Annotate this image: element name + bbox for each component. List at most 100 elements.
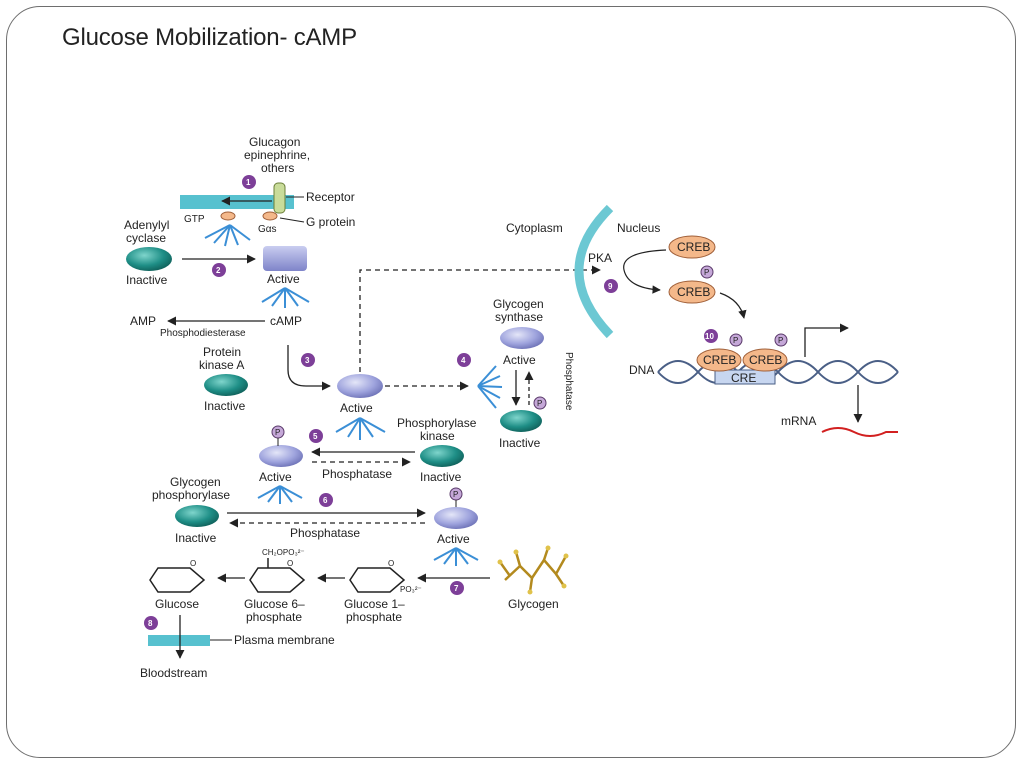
- ring-o-g6p: O: [287, 559, 293, 568]
- glycogen-phosphorylase-inactive-label: Inactive: [175, 531, 217, 545]
- dna-label: DNA: [629, 363, 654, 377]
- glycogen-phosphorylase-active: [434, 507, 478, 529]
- creb-dimer-right: [742, 348, 788, 372]
- glucose6p-ring: [249, 558, 306, 593]
- phosphorylase-kinase-active-label: Active: [259, 470, 292, 484]
- activation-arrows-4: [477, 365, 503, 409]
- pka-inactive: [204, 374, 248, 396]
- creb-unphosphorylated: [668, 235, 716, 259]
- adenylyl-inactive-label: Inactive: [126, 273, 168, 287]
- adenylyl-cyclase-inactive: [126, 247, 172, 271]
- glucose-ring: [149, 567, 206, 593]
- step-markers: 1 2 3 4 5 6 7 8 9 10: [144, 175, 718, 630]
- glycogen-structure: [498, 547, 568, 593]
- phosphodiesterase-label: Phosphodiesterase: [160, 328, 246, 339]
- svg-text:10: 10: [705, 332, 714, 341]
- p-label: P: [733, 336, 738, 345]
- pka-active: [337, 374, 383, 398]
- p-label: P: [537, 399, 542, 408]
- pka-inactive-label: Inactive: [204, 399, 246, 413]
- adenylyl-cyclase-label-1: Adenylyl: [124, 218, 169, 232]
- mrna-label: mRNA: [781, 414, 816, 428]
- glycogen-synthase-active-label: Active: [503, 353, 536, 367]
- activation-arrows-3: [335, 417, 386, 440]
- dna-helix: [657, 360, 899, 384]
- phosphatase-vertical-label: Phosphatase: [563, 352, 574, 411]
- cytoplasm-label: Cytoplasm: [506, 221, 563, 235]
- ring-o-g1p: O: [388, 559, 394, 568]
- glucagon-label-2: epinephrine,: [244, 148, 310, 162]
- phosphorylase-kinase-label-2: kinase: [420, 429, 455, 443]
- glucose1p-label-1: Glucose 1–: [344, 597, 405, 611]
- bloodstream-label: Bloodstream: [140, 666, 207, 680]
- glucose-label: Glucose: [155, 597, 199, 611]
- receptor-label: Receptor: [306, 190, 355, 204]
- svg-text:6: 6: [323, 496, 328, 505]
- svg-text:1: 1: [246, 178, 251, 187]
- svg-text:5: 5: [313, 432, 318, 441]
- p-label: P: [704, 268, 709, 277]
- glycogen-synthase-label-2: synthase: [495, 310, 543, 324]
- mrna-strand: [821, 427, 898, 437]
- plasma-membrane-label: Plasma membrane: [234, 633, 335, 647]
- activation-arrows-5: [257, 485, 303, 504]
- glucose6p-label-2: phosphate: [246, 610, 302, 624]
- creb-phosphorylated: [668, 280, 716, 304]
- pka-label-2: kinase A: [199, 358, 244, 372]
- activation-arrows-6: [433, 547, 479, 566]
- p-label: P: [275, 428, 280, 437]
- camp-label: cAMP: [270, 314, 302, 328]
- glycogen-label: Glycogen: [508, 597, 559, 611]
- glucose1p-label-2: phosphate: [346, 610, 402, 624]
- pka-nucleus-label: PKA: [588, 251, 612, 265]
- po3-label: PO₃²⁻: [400, 585, 422, 594]
- nuclear-envelope-arc: [574, 204, 614, 339]
- creb-dimer-label-left: CREB: [703, 353, 736, 367]
- receptor-shape: [273, 182, 286, 214]
- glycogen-synthase-inactive: [500, 410, 542, 432]
- glycogen-phosphorylase-inactive: [175, 505, 219, 527]
- adenylyl-cyclase-active: [263, 246, 307, 271]
- plasma-membrane-bar: [148, 635, 210, 646]
- glucose1p-ring: [349, 567, 406, 593]
- pka-active-label: Active: [340, 401, 373, 415]
- ch2opo3-label: CH₂OPO₃²⁻: [262, 548, 305, 557]
- pka-label-1: Protein: [203, 345, 241, 359]
- svg-text:3: 3: [305, 356, 310, 365]
- p-label: P: [453, 490, 458, 499]
- slide-title: Glucose Mobilization- cAMP: [62, 24, 357, 51]
- glucose6p-label-1: Glucose 6–: [244, 597, 305, 611]
- ring-o-glucose: O: [190, 559, 196, 568]
- amp-label: AMP: [130, 314, 156, 328]
- gtp-label: GTP: [184, 214, 205, 225]
- adenylyl-cyclase-label-2: cyclase: [126, 231, 166, 245]
- p-label: P: [778, 336, 783, 345]
- g-alpha-s-label: Gαs: [258, 224, 277, 235]
- creb-dimer-label-right: CREB: [749, 353, 782, 367]
- nucleus-label: Nucleus: [617, 221, 660, 235]
- phosphorylase-kinase-inactive: [420, 445, 464, 467]
- glycogen-phosphorylase-active-label: Active: [437, 532, 470, 546]
- svg-text:9: 9: [608, 282, 613, 291]
- creb-label-2: CREB: [677, 285, 710, 299]
- activation-arrows-1: [204, 224, 251, 247]
- glycogen-synthase-inactive-label: Inactive: [499, 436, 541, 450]
- cre-label: CRE: [731, 371, 756, 385]
- phosphatase-label-2: Phosphatase: [290, 526, 360, 540]
- svg-text:7: 7: [454, 584, 459, 593]
- phosphorylase-kinase-label-1: Phosphorylase: [397, 416, 477, 430]
- slide-frame: [6, 6, 1016, 758]
- glucagon-label-1: Glucagon: [249, 135, 300, 149]
- glucagon-label-3: others: [261, 161, 294, 175]
- cell-membrane-bar: [180, 195, 294, 209]
- phosphorylase-kinase-inactive-label: Inactive: [420, 470, 462, 484]
- glycogen-synthase-active: [500, 327, 544, 349]
- cre-element: [714, 369, 776, 385]
- activation-arrows-2: [261, 287, 310, 308]
- creb-label-1: CREB: [677, 240, 710, 254]
- glycogen-synthase-label-1: Glycogen: [493, 297, 544, 311]
- svg-text:4: 4: [461, 356, 466, 365]
- adenylyl-active-label: Active: [267, 272, 300, 286]
- phosphatase-label-1: Phosphatase: [322, 467, 392, 481]
- glycogen-phosphorylase-label-1: Glycogen: [170, 475, 221, 489]
